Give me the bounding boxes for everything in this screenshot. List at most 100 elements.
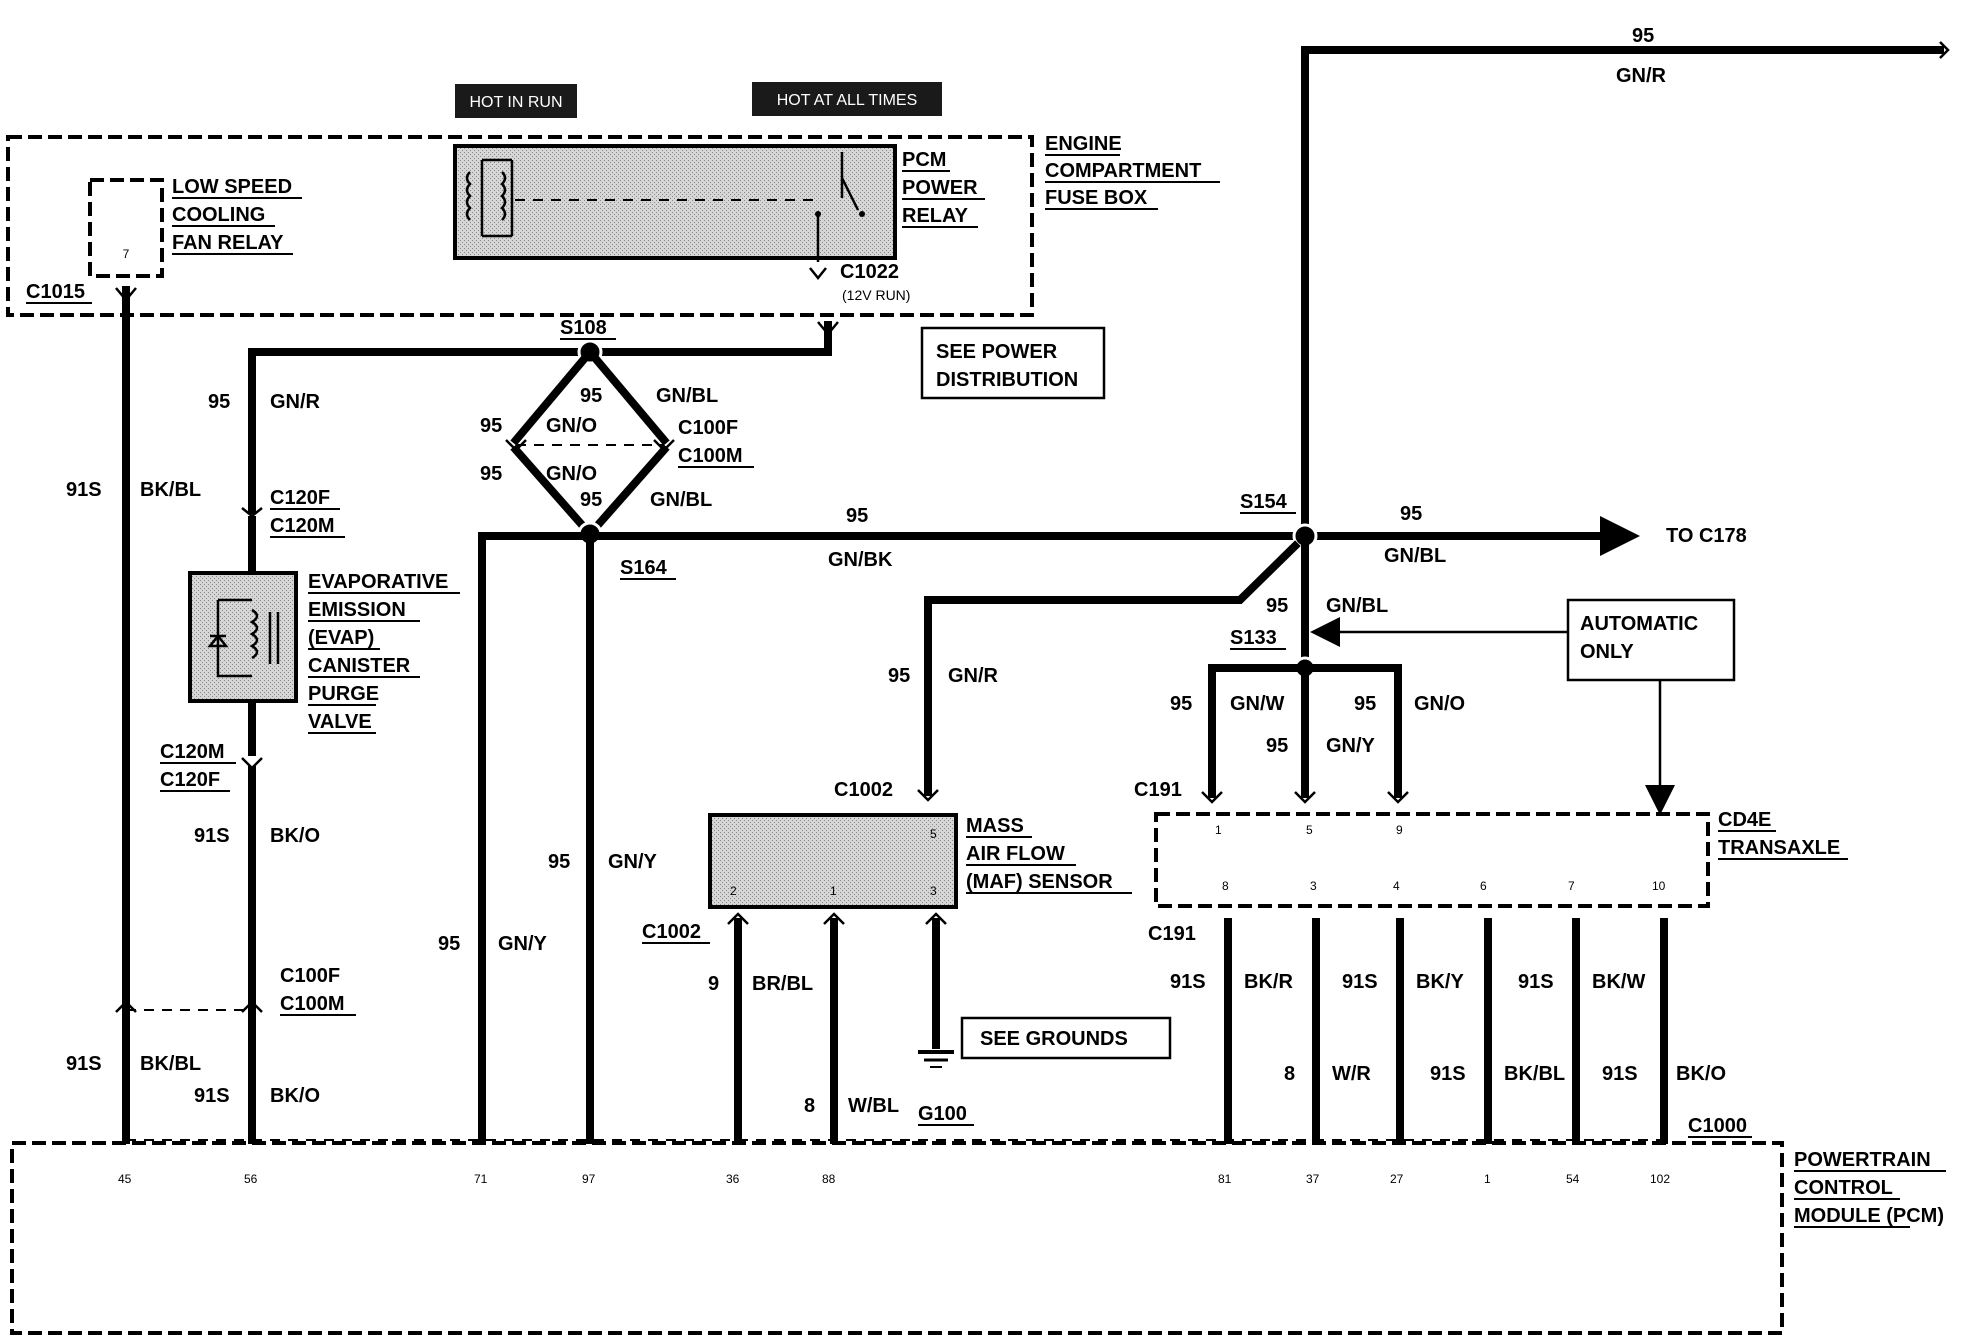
pcm-power-relay: PCM POWER RELAY [453,144,1018,262]
transaxle-line-1: CD4E [1718,809,1771,831]
color-bk-w: BK/W [1592,971,1645,993]
circuit-95-diamond-left-upper: 95 [480,415,502,437]
transaxle-pin-6: 6 [1480,879,1487,893]
hot-in-run-banner: HOT IN RUN [455,84,577,118]
circuit-91s-bk-r: 91S [1170,971,1206,993]
pcm-pin-102: 102 [1650,1172,1670,1186]
color-gn-y-right: GN/Y [608,851,658,873]
pcm-relay-line-1: PCM [902,149,946,171]
evap-wiring [126,507,263,1144]
hot-in-run-label: HOT IN RUN [469,94,562,111]
transaxle-pin-9: 9 [1396,823,1403,837]
evap-line-6: VALVE [308,711,372,733]
see-power-line-1: SEE POWER [936,341,1058,363]
color-gn-o-right: GN/O [1414,693,1465,715]
evap-line-5: PURGE [308,683,379,705]
pcm-pin-36: 36 [726,1172,740,1186]
transaxle-line-2: TRANSAXLE [1718,837,1840,859]
color-gn-bl-s154-down: GN/BL [1326,595,1388,617]
evap-line-4: CANISTER [308,655,411,677]
transaxle-pin-4: 4 [1393,879,1400,893]
circuit-95-gn-y-left: 95 [438,933,460,955]
pcm-line-1: POWERTRAIN [1794,1149,1931,1171]
circuit-95-gn-o: 95 [1354,693,1376,715]
pcm-pin-45: 45 [118,1172,132,1186]
hot-at-all-times-banner: HOT AT ALL TIMES [752,82,942,116]
color-bk-r: BK/R [1244,971,1293,993]
c100f-label-top: C100F [678,417,738,439]
pcm-pin-97: 97 [582,1172,596,1186]
wire-91s-bk-bl [115,286,137,1144]
g100-label: G100 [918,1103,967,1125]
pcm-relay-line-3: RELAY [902,205,969,227]
pcm-pin-88: 88 [822,1172,836,1186]
color-w-r: W/R [1332,1063,1371,1085]
circuit-95-gn-y-s133: 95 [1266,735,1288,757]
c120m-label-bottom: C120M [160,741,224,763]
s133-label: S133 [1230,627,1277,649]
circuit-95-s154-down: 95 [1266,595,1288,617]
color-gn-y-left: GN/Y [498,933,548,955]
circuit-91s-bk-w: 91S [1518,971,1554,993]
circuit-95-diamond-right-upper: 95 [580,385,602,407]
color-gn-bk: GN/BK [828,549,893,571]
fuse-box-line-1: ENGINE [1045,133,1122,155]
s154-label: S154 [1240,491,1288,513]
c100m-label-top: C100M [678,445,742,467]
color-br-bl: BR/BL [752,973,813,995]
s164-wiring [478,530,1309,1144]
pcm-pin-81: 81 [1218,1172,1232,1186]
transaxle-pin-10: 10 [1652,879,1666,893]
pcm-pin-71: 71 [474,1172,488,1186]
color-bk-bl-transaxle: BK/BL [1504,1063,1565,1085]
fuse-box-line-3: FUSE BOX [1045,187,1148,209]
see-grounds-label: SEE GROUNDS [980,1028,1128,1050]
color-gn-o-lower: GN/O [546,463,597,485]
maf-line-1: MASS [966,815,1024,837]
c191-label-top: C191 [1134,779,1182,801]
maf-pin-2: 2 [730,884,737,898]
hot-at-all-times-label: HOT AT ALL TIMES [777,92,918,109]
c120f-label-bottom: C120F [160,769,220,791]
color-bk-o-transaxle: BK/O [1676,1063,1726,1085]
c120f-label-top: C120F [270,487,330,509]
fuse-box-line-2: COMPARTMENT [1045,160,1201,182]
low-speed-cooling-fan-relay: 7 LOW SPEED COOLING FAN RELAY [88,176,302,280]
evap-line-3: (EVAP) [308,627,374,649]
color-gn-r-top: GN/R [1616,65,1667,87]
c1022-sub-label: (12V RUN) [842,287,910,303]
c120m-label-top: C120M [270,515,334,537]
see-power-distribution-note: SEE POWER DISTRIBUTION [920,326,1106,400]
automatic-only-note: AUTOMATIC ONLY [1310,598,1736,815]
circuit-91s-bk-y: 91S [1342,971,1378,993]
evap-line-1: EVAPORATIVE [308,571,448,593]
circuit-95-top: 95 [1632,25,1654,47]
evap-purge-valve: EVAPORATIVE EMISSION (EVAP) CANISTER PUR… [188,571,460,734]
maf-pin-5: 5 [930,827,937,841]
circuit-95-gn-bk: 95 [846,505,868,527]
color-bk-y: BK/Y [1416,971,1464,993]
maf-pin-3: 3 [930,884,937,898]
pcm-pin-37: 37 [1306,1172,1320,1186]
s108-splice-wiring [248,321,839,547]
circuit-8-maf: 8 [804,1095,815,1117]
color-bk-bl-fan-lower: BK/BL [140,1053,201,1075]
circuit-91s-fan-lower: 91S [66,1053,102,1075]
c191-label-bottom: C191 [1148,923,1196,945]
pcm-pin-54: 54 [1566,1172,1580,1186]
circuit-95-maf: 95 [888,665,910,687]
circuit-95-gn-y-right: 95 [548,851,570,873]
circuit-91s-bk-o: 91S [1602,1063,1638,1085]
s154-wiring: X [917,41,1950,804]
evap-line-2: EMISSION [308,599,406,621]
automatic-only-line-1: AUTOMATIC [1580,613,1698,635]
automatic-only-line-2: ONLY [1580,641,1634,663]
circuit-95-to-c178: 95 [1400,503,1422,525]
maf-sensor: 5 2 1 3 MASS AIR FLOW (MAF) SENSOR [708,813,1132,909]
color-gn-r-maf: GN/R [948,665,999,687]
transaxle-pin-5: 5 [1306,823,1313,837]
color-gn-bl-lower: GN/BL [650,489,712,511]
fan-relay-pin-7: 7 [123,247,130,261]
see-power-line-2: DISTRIBUTION [936,369,1078,391]
